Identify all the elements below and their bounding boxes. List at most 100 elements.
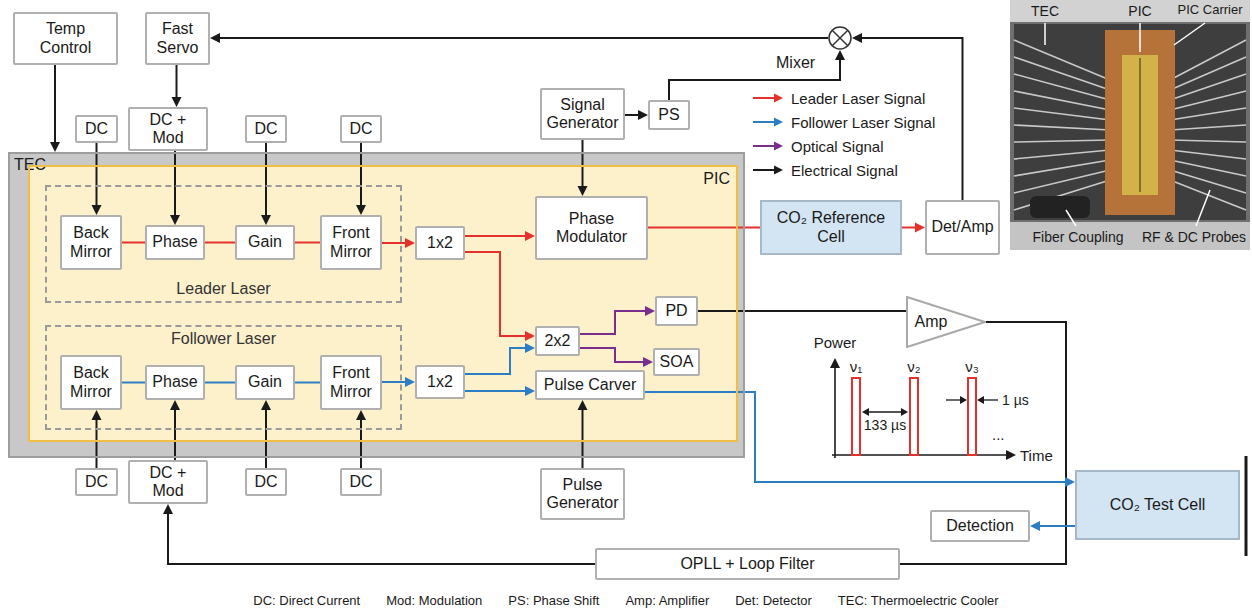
pulse-train-inset	[968, 378, 976, 455]
gas-cell-box: CO₂ Reference Cell	[760, 200, 902, 255]
process-box: Pulse Carver	[535, 370, 645, 400]
node-text: Back Mirror	[65, 224, 117, 261]
setup-photo	[1196, 190, 1210, 226]
arrowhead	[1030, 521, 1040, 531]
node-text: 1x2	[427, 234, 453, 252]
connector-line	[465, 390, 527, 392]
connector-line	[645, 392, 1067, 482]
annotation-label: ν₃	[965, 358, 979, 375]
connector-line	[465, 348, 527, 374]
pic-fill	[28, 165, 738, 442]
process-box: DC	[340, 115, 382, 143]
pulse-train-inset	[1006, 450, 1016, 460]
connector-line	[582, 408, 584, 468]
node-text: CO₂ Reference Cell	[765, 209, 897, 246]
legend-line	[752, 164, 784, 176]
connector-line	[205, 242, 235, 244]
signal-connector	[698, 311, 906, 312]
node-text: Gain	[248, 373, 282, 391]
process-box: Front Mirror	[320, 215, 382, 270]
process-box: Phase	[145, 365, 205, 400]
annotation-label: RF & DC Probes	[1142, 229, 1246, 245]
pulse-train-inset	[862, 408, 869, 416]
node-text: Det/Amp	[931, 218, 993, 236]
connector-line	[295, 382, 320, 384]
annotation-label: 1 µs	[1002, 392, 1029, 408]
legend-text: Leader Laser Signal	[791, 90, 925, 107]
connector-line	[382, 381, 407, 383]
node-text: Pulse Generator	[545, 476, 620, 513]
process-box: PD	[655, 296, 698, 326]
signal-connector	[900, 322, 1066, 564]
signal-connector	[465, 386, 535, 396]
arrowhead	[643, 357, 653, 367]
node-text: Gain	[248, 233, 282, 251]
legend-entry: Follower Laser Signal	[752, 110, 935, 134]
process-box: DC + Mod	[128, 460, 208, 504]
process-box: Front Mirror	[320, 355, 382, 410]
node-text: Signal Generator	[545, 96, 620, 133]
connector-line	[465, 252, 527, 336]
annotation-label: Power	[814, 334, 857, 351]
pulse-train-inset	[910, 378, 918, 455]
node-text: PS	[658, 106, 679, 124]
arrowhead	[835, 50, 845, 60]
abbreviation-footer: DC: Direct CurrentMod: ModulationPS: Pha…	[0, 594, 1252, 609]
signal-connector	[465, 343, 535, 374]
arrowhead	[163, 504, 173, 514]
connector-line	[96, 418, 98, 468]
pulse-train-inset	[901, 408, 908, 416]
amplifier-triangle	[907, 297, 985, 347]
signal-connector	[382, 377, 415, 387]
setup-photo	[1014, 40, 1110, 210]
process-box: 1x2	[415, 226, 465, 260]
annotation-label: ...	[992, 426, 1005, 443]
annotation-label: Time	[1020, 447, 1053, 464]
gas-cell-box: CO₂ Test Cell	[1075, 470, 1240, 540]
legend-entry: Leader Laser Signal	[752, 86, 935, 110]
annotation-label: 133 µs	[864, 417, 906, 433]
retro-mirror	[1246, 456, 1247, 556]
setup-photo	[1105, 30, 1175, 215]
signal-connector	[902, 223, 925, 233]
signal-connector	[295, 242, 320, 243]
node-text: 2x2	[545, 332, 571, 350]
pulse-train-inset	[960, 396, 967, 404]
node-text: Detection	[946, 517, 1014, 535]
process-box: Temp Control	[13, 12, 118, 65]
node-text: DC	[85, 473, 108, 491]
signal-connector	[382, 238, 415, 248]
setup-photo	[1044, 23, 1046, 45]
pic-region: PICLeader LaserBack MirrorPhaseGainFront…	[28, 165, 738, 442]
node-text: DC + Mod	[133, 111, 203, 148]
node-text: Mixer	[776, 54, 815, 72]
node-text: Amp	[915, 313, 948, 331]
node-text: DC	[349, 473, 372, 491]
node-text: DC	[254, 120, 277, 138]
node-text: Temp Control	[18, 20, 113, 57]
signal-connector	[163, 504, 595, 564]
arrowhead	[170, 400, 180, 410]
setup-photo	[1010, 222, 1250, 250]
arrowhead	[210, 33, 220, 43]
abbreviation-note: Det: Detector	[735, 594, 812, 609]
legend-line	[752, 92, 784, 104]
process-box: Gain	[235, 225, 295, 260]
annotation-label: TEC	[1031, 3, 1059, 19]
arrowhead	[1065, 477, 1075, 487]
node-text: Pulse Carver	[544, 376, 636, 394]
signal-connector	[580, 306, 655, 334]
legend-line	[753, 97, 775, 99]
legend-line	[753, 169, 775, 171]
pulse-train-inset	[868, 411, 902, 412]
laser-group: Leader LaserBack MirrorPhaseGainFront Mi…	[45, 185, 402, 303]
node-text: DC	[254, 473, 277, 491]
process-box: DC	[340, 468, 382, 496]
signal-connector	[170, 400, 180, 460]
arrowhead	[915, 223, 925, 233]
legend-line	[752, 116, 784, 128]
node-text: Phase Modulator	[540, 210, 643, 247]
arrowhead	[645, 306, 655, 316]
process-box: Phase	[145, 225, 205, 260]
